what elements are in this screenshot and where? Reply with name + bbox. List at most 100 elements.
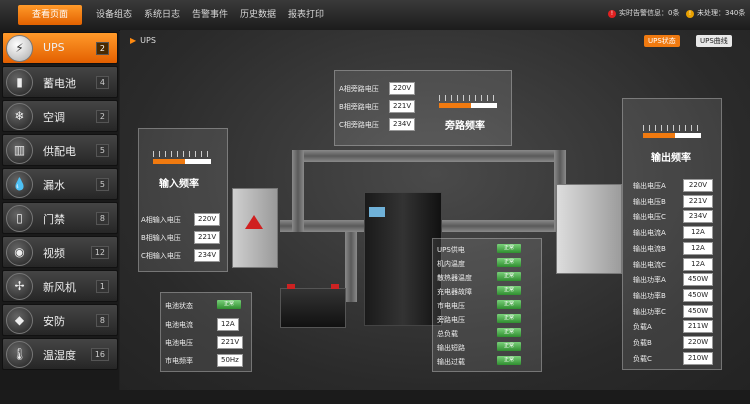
battery-terminal-negative (331, 284, 339, 289)
device-sidebar: ⚡ UPS 2 ▮ 蓄电池 4 ❄ 空调 2 ▥ 供配电 5 💧 漏水 5 ▯ … (0, 30, 119, 404)
sidebar-item-security[interactable]: ◆ 安防 8 (2, 304, 118, 336)
mains-frequency-value: 50Hz (217, 354, 243, 367)
gauge-ticks (439, 95, 497, 101)
input-a-value: 220V (194, 213, 221, 226)
status-mains-voltage-label: 市电电压 (437, 302, 465, 310)
battery-status-badge: 正常 (217, 300, 241, 309)
thermometer-icon: 🌡 (6, 341, 33, 368)
input-b-label: B相输入电压 (141, 234, 181, 242)
output-row-value: 12A (683, 257, 713, 271)
gauge-bar (153, 159, 211, 164)
output-frequency-title: 输出频率 (651, 153, 691, 164)
sidebar-item-label: 新风机 (43, 281, 76, 294)
tab-history-data[interactable]: 历史数据 (240, 10, 277, 20)
sidebar-item-label: 温湿度 (43, 349, 76, 362)
realtime-alarm-info[interactable]: !实时告警信息：0条 (608, 8, 679, 18)
door-icon: ▯ (6, 205, 33, 232)
status-heatsink-temp-label: 散热器温度 (437, 274, 472, 282)
status-ups-power-badge: 正常 (497, 244, 521, 253)
sidebar-item-label: 蓄电池 (43, 77, 76, 90)
sidebar-item-count: 8 (95, 212, 109, 225)
sidebar-item-count: 5 (95, 144, 109, 157)
tab-device-config[interactable]: 设备组态 (96, 10, 133, 20)
battery-current-value: 12A (217, 318, 239, 331)
battery-status-label: 电池状态 (165, 302, 193, 310)
sidebar-item-count: 2 (95, 110, 109, 123)
bypass-frequency-gauge (439, 95, 497, 113)
output-row-value: 210W (683, 351, 713, 365)
output-row-label: 输出电压A (633, 182, 666, 190)
output-cabinet-image (556, 184, 622, 274)
ups-curve-button[interactable]: UPS曲线 (696, 35, 732, 47)
sidebar-item-water-leak[interactable]: 💧 漏水 5 (2, 168, 118, 200)
ups-icon: ⚡ (6, 35, 33, 62)
battery-icon: ▮ (6, 69, 33, 96)
output-row-value: 221V (683, 194, 713, 208)
output-row-value: 12A (683, 226, 713, 240)
camera-icon: ◉ (6, 239, 33, 266)
battery-panel: 电池状态 正常 电池电流 12A 电池电压 221V 市电频率 50Hz (160, 292, 252, 372)
water-leak-icon: 💧 (6, 171, 33, 198)
status-charger-fault-label: 充电器故障 (437, 288, 472, 296)
gauge-fill (643, 133, 675, 138)
aircon-icon: ❄ (6, 103, 33, 130)
breadcrumb: ▶UPS (130, 36, 156, 45)
alert-icon: ! (608, 10, 616, 18)
pipe-battery (345, 232, 357, 302)
sidebar-item-temp-humidity[interactable]: 🌡 温湿度 16 (2, 338, 118, 370)
ups-cabinet-image (364, 192, 442, 326)
unprocessed-text: 未处理：340条 (697, 9, 746, 17)
output-row-label: 负载A (633, 323, 652, 332)
fan-icon: ✢ (6, 273, 33, 300)
main-content: ▶UPS UPS状态 UPS曲线 A相旁路电压 220V B相旁路电压 221V… (120, 30, 750, 390)
tab-alarm-events[interactable]: 告警事件 (192, 10, 229, 20)
output-row-label: 输出功率C (633, 307, 666, 316)
status-ups-power-label: UPS供电 (437, 246, 465, 254)
bypass-c-label: C相旁路电压 (339, 121, 379, 129)
sidebar-item-ups[interactable]: ⚡ UPS 2 (2, 32, 118, 64)
output-row-label: 输出功率A (633, 276, 666, 285)
sidebar-item-count: 4 (95, 76, 109, 89)
ups-display (369, 207, 385, 217)
output-row-label: 输出功率B (633, 291, 666, 300)
output-row-label: 输出电流A (633, 229, 666, 238)
ups-status-button[interactable]: UPS状态 (644, 35, 680, 47)
output-row-value: 12A (683, 241, 713, 255)
status-internal-temp-label: 机内温度 (437, 260, 465, 268)
battery-voltage-label: 电池电压 (165, 339, 193, 347)
pipe-bypass (292, 150, 566, 162)
output-row-value: 450W (683, 273, 713, 287)
status-output-overload-badge: 正常 (497, 356, 521, 365)
sidebar-item-label: 空调 (43, 111, 65, 124)
sidebar-item-count: 1 (95, 280, 109, 293)
sidebar-item-label: 门禁 (43, 213, 65, 226)
sidebar-item-count: 16 (90, 348, 109, 361)
tab-report-print[interactable]: 报表打印 (288, 10, 325, 20)
unprocessed-alarm-info[interactable]: !未处理：340条 (686, 8, 745, 18)
sidebar-item-count: 12 (90, 246, 109, 259)
bypass-c-value: 234V (389, 118, 416, 131)
top-navbar: 查看页面 设备组态 系统日志 告警事件 历史数据 报表打印 !实时告警信息：0条… (0, 0, 750, 31)
sidebar-item-label: UPS (43, 41, 65, 54)
output-frequency-gauge (643, 125, 701, 143)
sidebar-item-aircon[interactable]: ❄ 空调 2 (2, 100, 118, 132)
sidebar-item-count: 8 (95, 314, 109, 327)
sidebar-item-label: 安防 (43, 315, 65, 328)
tab-system-log[interactable]: 系统日志 (144, 10, 181, 20)
warning-icon: ! (686, 10, 694, 18)
output-row-value: 450W (683, 304, 713, 318)
sidebar-item-door[interactable]: ▯ 门禁 8 (2, 202, 118, 234)
sidebar-item-video[interactable]: ◉ 视频 12 (2, 236, 118, 268)
bypass-frequency-title: 旁路频率 (445, 121, 485, 132)
sidebar-item-battery[interactable]: ▮ 蓄电池 4 (2, 66, 118, 98)
sidebar-item-fan[interactable]: ✢ 新风机 1 (2, 270, 118, 302)
realtime-alarm-text: 实时告警信息：0条 (619, 9, 680, 17)
battery-terminal-positive (287, 284, 295, 289)
sidebar-item-label: 漏水 (43, 179, 65, 192)
input-frequency-gauge (153, 151, 211, 169)
status-bypass-voltage-badge: 正常 (497, 314, 521, 323)
status-total-load-badge: 正常 (497, 328, 521, 337)
sidebar-item-power[interactable]: ▥ 供配电 5 (2, 134, 118, 166)
ups-status-panel: UPS供电 正常 机内温度 正常 散热器温度 正常 充电器故障 正常 市电电压 … (432, 238, 542, 372)
tab-view-page[interactable]: 查看页面 (18, 5, 83, 25)
